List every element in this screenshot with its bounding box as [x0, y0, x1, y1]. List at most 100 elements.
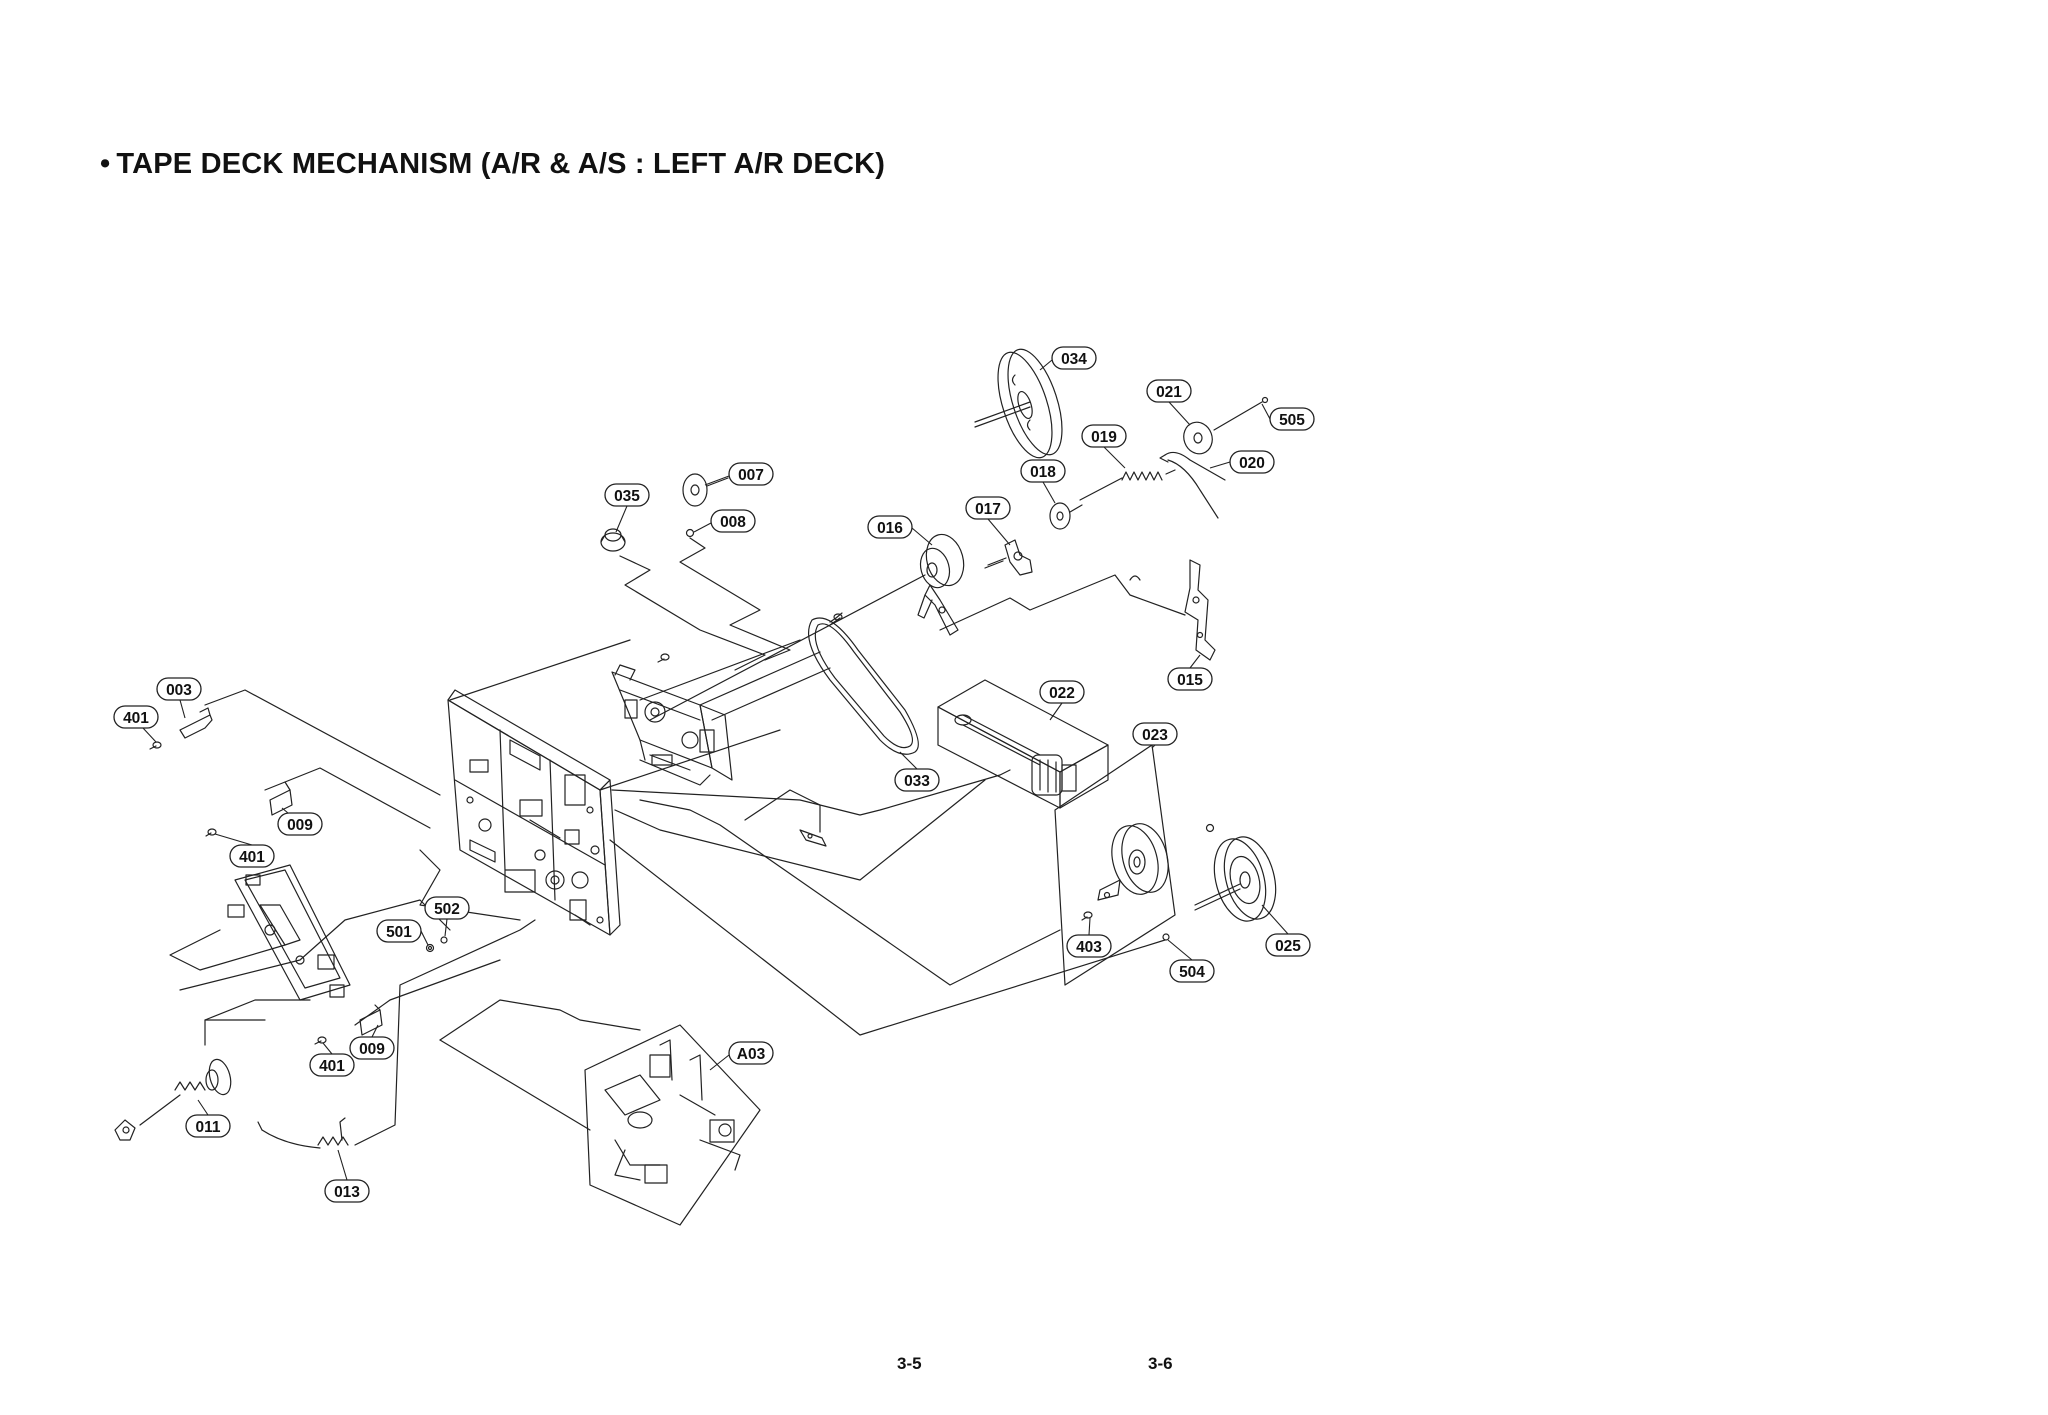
part-label-018: 018 [1020, 459, 1066, 483]
part-015-lever [1129, 559, 1216, 661]
svg-text:019: 019 [1091, 429, 1117, 446]
page-number-right: 3-6 [1148, 1354, 1173, 1373]
svg-text:013: 013 [334, 1184, 360, 1201]
svg-text:015: 015 [1177, 672, 1203, 689]
svg-text:403: 403 [1076, 939, 1102, 956]
part-009a-bracket [269, 781, 293, 816]
part-label-009-top: 009 [277, 812, 323, 836]
leader-504 [609, 839, 1166, 1036]
page-title: •TAPE DECK MECHANISM (A/R & A/S : LEFT A… [100, 148, 885, 181]
leader-003 [204, 689, 441, 796]
screw-401a [149, 741, 162, 750]
part-034-flywheel [974, 348, 1063, 459]
part-label-035: 035 [604, 483, 650, 507]
part-label-A03: A03 [728, 1041, 774, 1065]
leader-015 [939, 574, 1186, 631]
leader-motor [611, 769, 1011, 816]
part-label-033: 033 [894, 768, 940, 792]
title-bullet: • [100, 148, 111, 180]
part-023-reel-frame [1054, 744, 1176, 986]
part-label-501: 501 [376, 919, 422, 943]
part-033-belt [808, 612, 919, 755]
part-013-spring [257, 919, 536, 1149]
svg-text:009: 009 [359, 1041, 385, 1058]
part-023-reel [1097, 823, 1215, 901]
title-text: TAPE DECK MECHANISM (A/R & A/S : LEFT A/… [116, 148, 886, 180]
part-label-019: 019 [1081, 424, 1127, 448]
part-label-502: 502 [424, 896, 470, 920]
svg-text:023: 023 [1142, 727, 1168, 744]
screw-top [829, 613, 843, 623]
leader-008 [679, 537, 791, 661]
shaft-line [649, 574, 926, 721]
upper-chassis-bracket [611, 639, 831, 786]
part-019-spring [1079, 469, 1176, 501]
part-label-008: 008 [710, 509, 756, 533]
svg-text:009: 009 [287, 817, 313, 834]
part-label-013: 013 [324, 1179, 370, 1203]
svg-text:017: 017 [975, 501, 1001, 518]
label-leaders [142, 359, 1289, 1181]
screw-403 [1081, 911, 1093, 921]
part-label-034: 034 [1051, 346, 1097, 370]
part-011-pinch-roller [114, 1058, 232, 1141]
svg-text:401: 401 [319, 1058, 345, 1075]
part-020-torsion-spring [1159, 451, 1226, 519]
part-label-025: 025 [1265, 933, 1311, 957]
svg-text:A03: A03 [737, 1046, 766, 1063]
leader-035 [619, 555, 766, 671]
leader-carriage [169, 929, 286, 971]
part-label-401-top: 401 [113, 705, 159, 729]
part-label-003: 003 [156, 677, 202, 701]
part-018-gear [1049, 502, 1083, 530]
part-502-washer [440, 936, 448, 944]
svg-text:025: 025 [1275, 938, 1301, 955]
screw-401b [205, 828, 217, 837]
svg-text:022: 022 [1049, 685, 1075, 702]
head-plate-carriage [227, 864, 351, 1001]
svg-text:401: 401 [239, 849, 265, 866]
part-035-cap [600, 528, 626, 552]
svg-text:505: 505 [1279, 412, 1305, 429]
svg-text:016: 016 [877, 520, 903, 537]
svg-text:401: 401 [123, 710, 149, 727]
svg-text:018: 018 [1030, 464, 1056, 481]
part-021-gear [1183, 396, 1269, 455]
svg-text:003: 003 [166, 682, 192, 699]
part-025-flywheel [1194, 836, 1277, 922]
part-label-022: 022 [1039, 680, 1085, 704]
svg-text:020: 020 [1239, 455, 1265, 472]
part-label-505: 505 [1269, 407, 1315, 431]
leader-lower [614, 779, 986, 881]
screw-401c [314, 1036, 327, 1045]
leader-009b [354, 959, 501, 1026]
svg-text:034: 034 [1061, 351, 1087, 368]
part-008-washer [685, 528, 695, 538]
svg-text:502: 502 [434, 901, 460, 918]
part-label-017: 017 [965, 496, 1011, 520]
small-linkage [744, 789, 827, 847]
part-label-020: 020 [1229, 450, 1275, 474]
part-504-washer [1162, 933, 1170, 941]
screw-bracket [657, 653, 670, 663]
leader-A03-b [439, 1039, 591, 1131]
part-003-bracket [179, 707, 213, 739]
leader-023 [639, 799, 1061, 986]
main-chassis [447, 639, 781, 936]
part-007-gear [682, 473, 729, 507]
part-A03-head-assembly [584, 1024, 761, 1226]
leader-carriage-b [204, 999, 311, 1021]
part-501-washer [425, 943, 435, 953]
leader-011 [204, 1019, 266, 1046]
leader-mid [419, 849, 521, 921]
leader-A03 [439, 999, 641, 1041]
part-016-pulley-arm [917, 533, 965, 636]
part-label-401-mid: 401 [229, 844, 275, 868]
part-label-504: 504 [1169, 959, 1215, 983]
part-label-016: 016 [867, 515, 913, 539]
svg-text:021: 021 [1156, 384, 1182, 401]
part-label-021: 021 [1146, 379, 1192, 403]
leader-009a [264, 767, 431, 829]
part-label-403: 403 [1066, 934, 1112, 958]
